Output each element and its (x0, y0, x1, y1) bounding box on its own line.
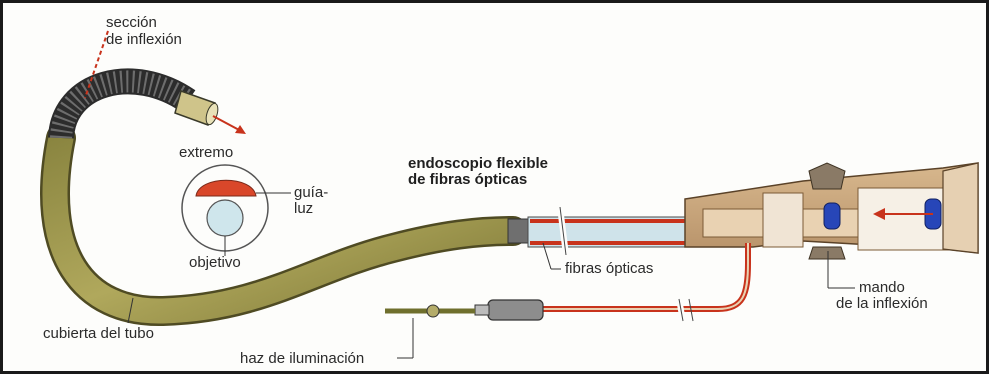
tip-arrow (213, 116, 241, 131)
label-objetivo: objetivo (189, 254, 241, 271)
label-fibras: fibras ópticas (565, 260, 653, 277)
light-connector (488, 300, 543, 320)
label-guia-line2: luz (294, 200, 313, 217)
label-haz: haz de iluminación (240, 350, 364, 367)
label-seccion-line2: de inflexión (106, 31, 182, 48)
objective-lens (207, 200, 243, 236)
label-guia-line1: guía- (294, 184, 328, 201)
label-mando-line2: de la inflexión (836, 295, 928, 312)
control-knob (809, 163, 845, 189)
light-guide-shape (196, 180, 256, 196)
label-seccion-line1: sección (106, 14, 157, 31)
label-mando-line1: mando (859, 279, 905, 296)
label-cubierta: cubierta del tubo (43, 325, 154, 342)
lens-1 (824, 203, 840, 229)
label-extremo: extremo (179, 144, 233, 161)
tube-end-cap (508, 219, 530, 243)
diagram-title-line2: de fibras ópticas (408, 171, 527, 189)
